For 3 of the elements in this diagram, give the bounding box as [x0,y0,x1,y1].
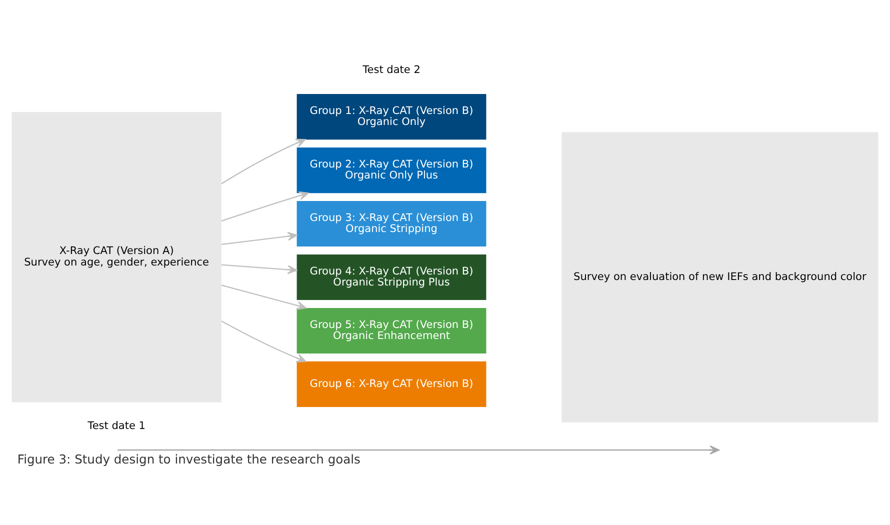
label: Test date 2 [362,64,420,76]
label: Test date 1 [88,420,146,432]
caption: Figure 3: Study design to investigate the research goals [17,452,360,467]
